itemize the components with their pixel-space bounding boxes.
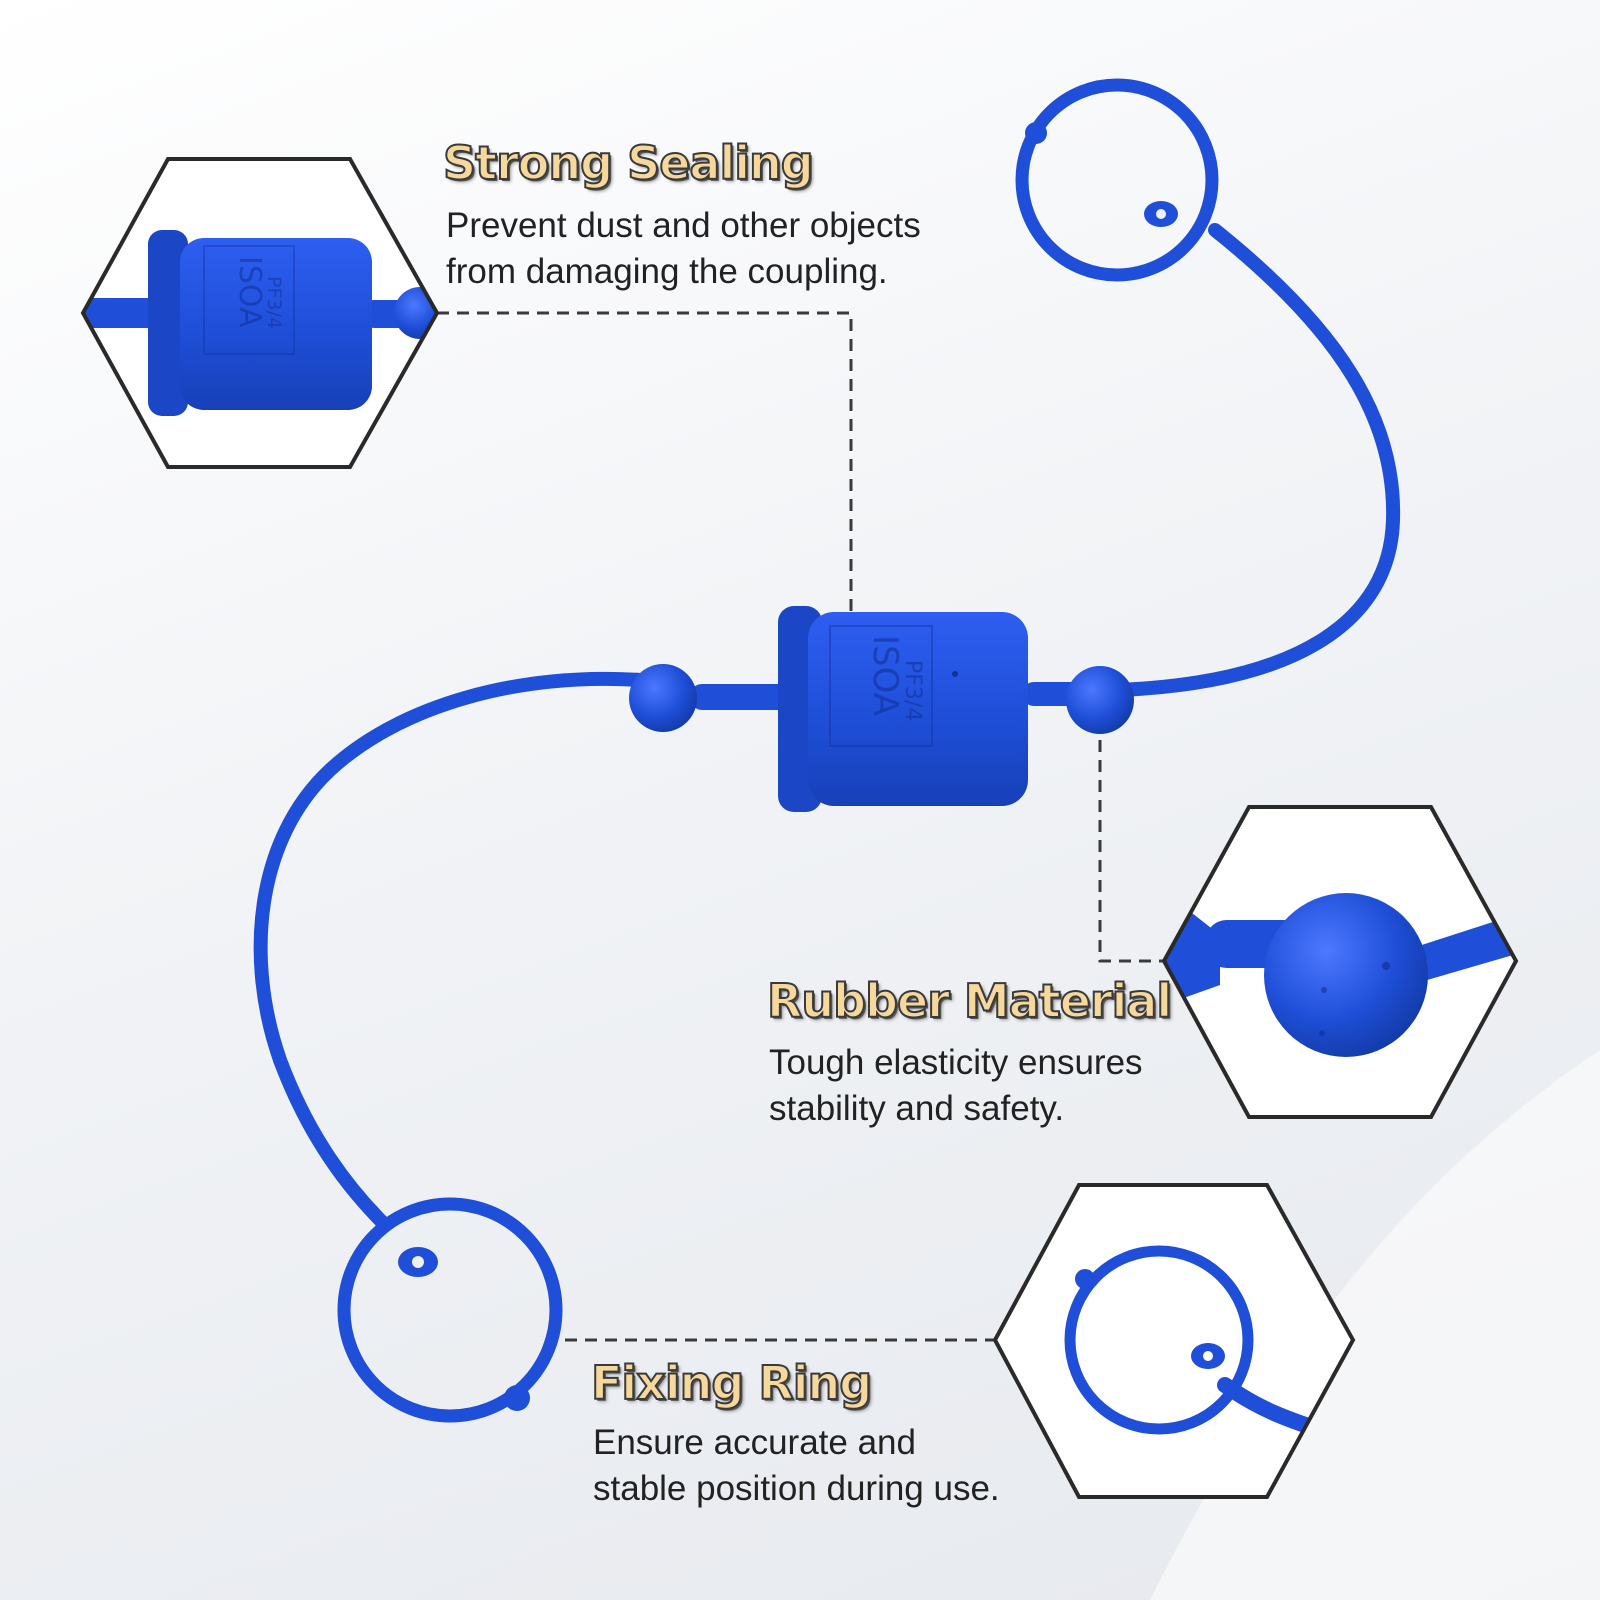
hexagon-frame bbox=[80, 157, 440, 469]
zoom-cap-marking-size: PF3/4 bbox=[263, 276, 285, 329]
cap-marking-size: PF3/4 bbox=[900, 660, 925, 721]
strap-ball-right bbox=[1066, 666, 1134, 734]
leader-lines bbox=[437, 311, 1164, 1342]
description-line: Tough elasticity ensures bbox=[769, 1043, 1143, 1082]
feature-description-strong-sealing: Prevent dust and other objects from dama… bbox=[446, 203, 921, 295]
feature-description-fixing-ring: Ensure accurate and stable position duri… bbox=[593, 1420, 1000, 1512]
cap-body bbox=[808, 612, 1028, 806]
hexagon-frame bbox=[992, 1183, 1356, 1499]
zoom-hexagon-cap: ISOA PF3/4 bbox=[80, 157, 440, 469]
feature-title-strong-sealing: Strong Sealing bbox=[442, 135, 815, 191]
description-line: stable position during use. bbox=[593, 1469, 1000, 1508]
hexagon-frame bbox=[1161, 805, 1519, 1119]
cap-marking-isoa: ISOA bbox=[865, 635, 905, 716]
ring-tab-bottom bbox=[504, 1385, 530, 1411]
fixing-ring-top bbox=[1015, 78, 1219, 282]
zoom-cap-marking-isoa: ISOA bbox=[232, 256, 267, 328]
feature-title-fixing-ring: Fixing Ring bbox=[590, 1355, 873, 1411]
leader-line-sealing bbox=[437, 311, 853, 612]
fixing-ring-bottom bbox=[337, 1197, 563, 1423]
strap-right bbox=[1113, 223, 1401, 697]
description-line: stability and safety. bbox=[769, 1089, 1065, 1128]
zoom-hexagon-rubber bbox=[1161, 805, 1519, 1119]
dust-cap-product: ISOA PF3/4 bbox=[253, 78, 1401, 1423]
zoom-hexagon-ring bbox=[992, 1183, 1356, 1499]
feature-title-rubber-material: Rubber Material bbox=[766, 973, 1173, 1029]
description-line: from damaging the coupling. bbox=[446, 252, 888, 291]
feature-description-rubber-material: Tough elasticity ensures stability and s… bbox=[769, 1040, 1143, 1132]
strap-left bbox=[253, 671, 647, 1232]
leader-line-rubber bbox=[1098, 700, 1164, 963]
ring-tab-top bbox=[1025, 122, 1047, 144]
description-line: Prevent dust and other objects bbox=[446, 206, 921, 245]
strap-ball-left bbox=[629, 664, 697, 732]
description-line: Ensure accurate and bbox=[593, 1423, 916, 1462]
